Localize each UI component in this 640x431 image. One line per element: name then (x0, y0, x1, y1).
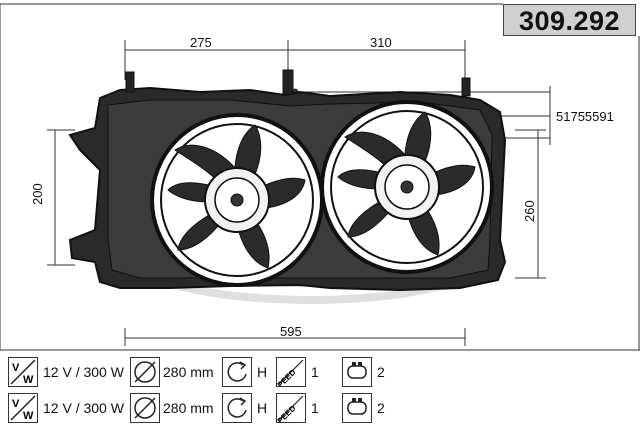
rotation-icon (222, 393, 252, 423)
part-number: 309.292 (503, 4, 636, 36)
svg-text:SPEED: SPEED (277, 368, 298, 386)
voltage-power: 12 V / 300 W (43, 400, 124, 416)
dimension-top-left: 275 (190, 35, 212, 50)
dimension-top-right: 310 (370, 35, 392, 50)
speeds: 1 (311, 400, 319, 416)
connector-icon (342, 357, 372, 387)
voltage-watt-icon: V W (8, 357, 38, 387)
oe-reference: 51755591 (556, 109, 614, 124)
diameter-icon (130, 393, 160, 423)
rotation: H (257, 400, 268, 416)
speeds: 1 (311, 364, 319, 380)
voltage-watt-icon: V W (8, 393, 38, 423)
svg-text:V: V (12, 362, 20, 374)
spec-row-1: V W 12 V / 300 W 280 mm H SPEED 1 2 (6, 357, 636, 393)
connector-icon (342, 393, 372, 423)
rotation-icon (222, 357, 252, 387)
motor-hubs (204, 154, 440, 233)
svg-text:V: V (12, 398, 20, 410)
diameter: 280 mm (163, 400, 214, 416)
dimension-bottom: 595 (280, 324, 302, 339)
rotation: H (257, 364, 268, 380)
voltage-power: 12 V / 300 W (43, 364, 124, 380)
mounting-lugs (125, 69, 471, 97)
speed-icon: SPEED (272, 393, 306, 429)
dimension-left: 200 (30, 183, 45, 205)
svg-text:W: W (23, 374, 34, 386)
diameter-icon (130, 357, 160, 387)
pins: 2 (377, 364, 385, 380)
pins: 2 (377, 400, 385, 416)
spec-row-2: V W 12 V / 300 W 280 mm H SPEED 1 2 (6, 393, 636, 429)
svg-text:SPEED: SPEED (277, 404, 298, 422)
svg-text:W: W (23, 410, 34, 422)
speed-icon: SPEED (272, 357, 306, 393)
diameter: 280 mm (163, 364, 214, 380)
dimension-right: 260 (522, 200, 537, 222)
